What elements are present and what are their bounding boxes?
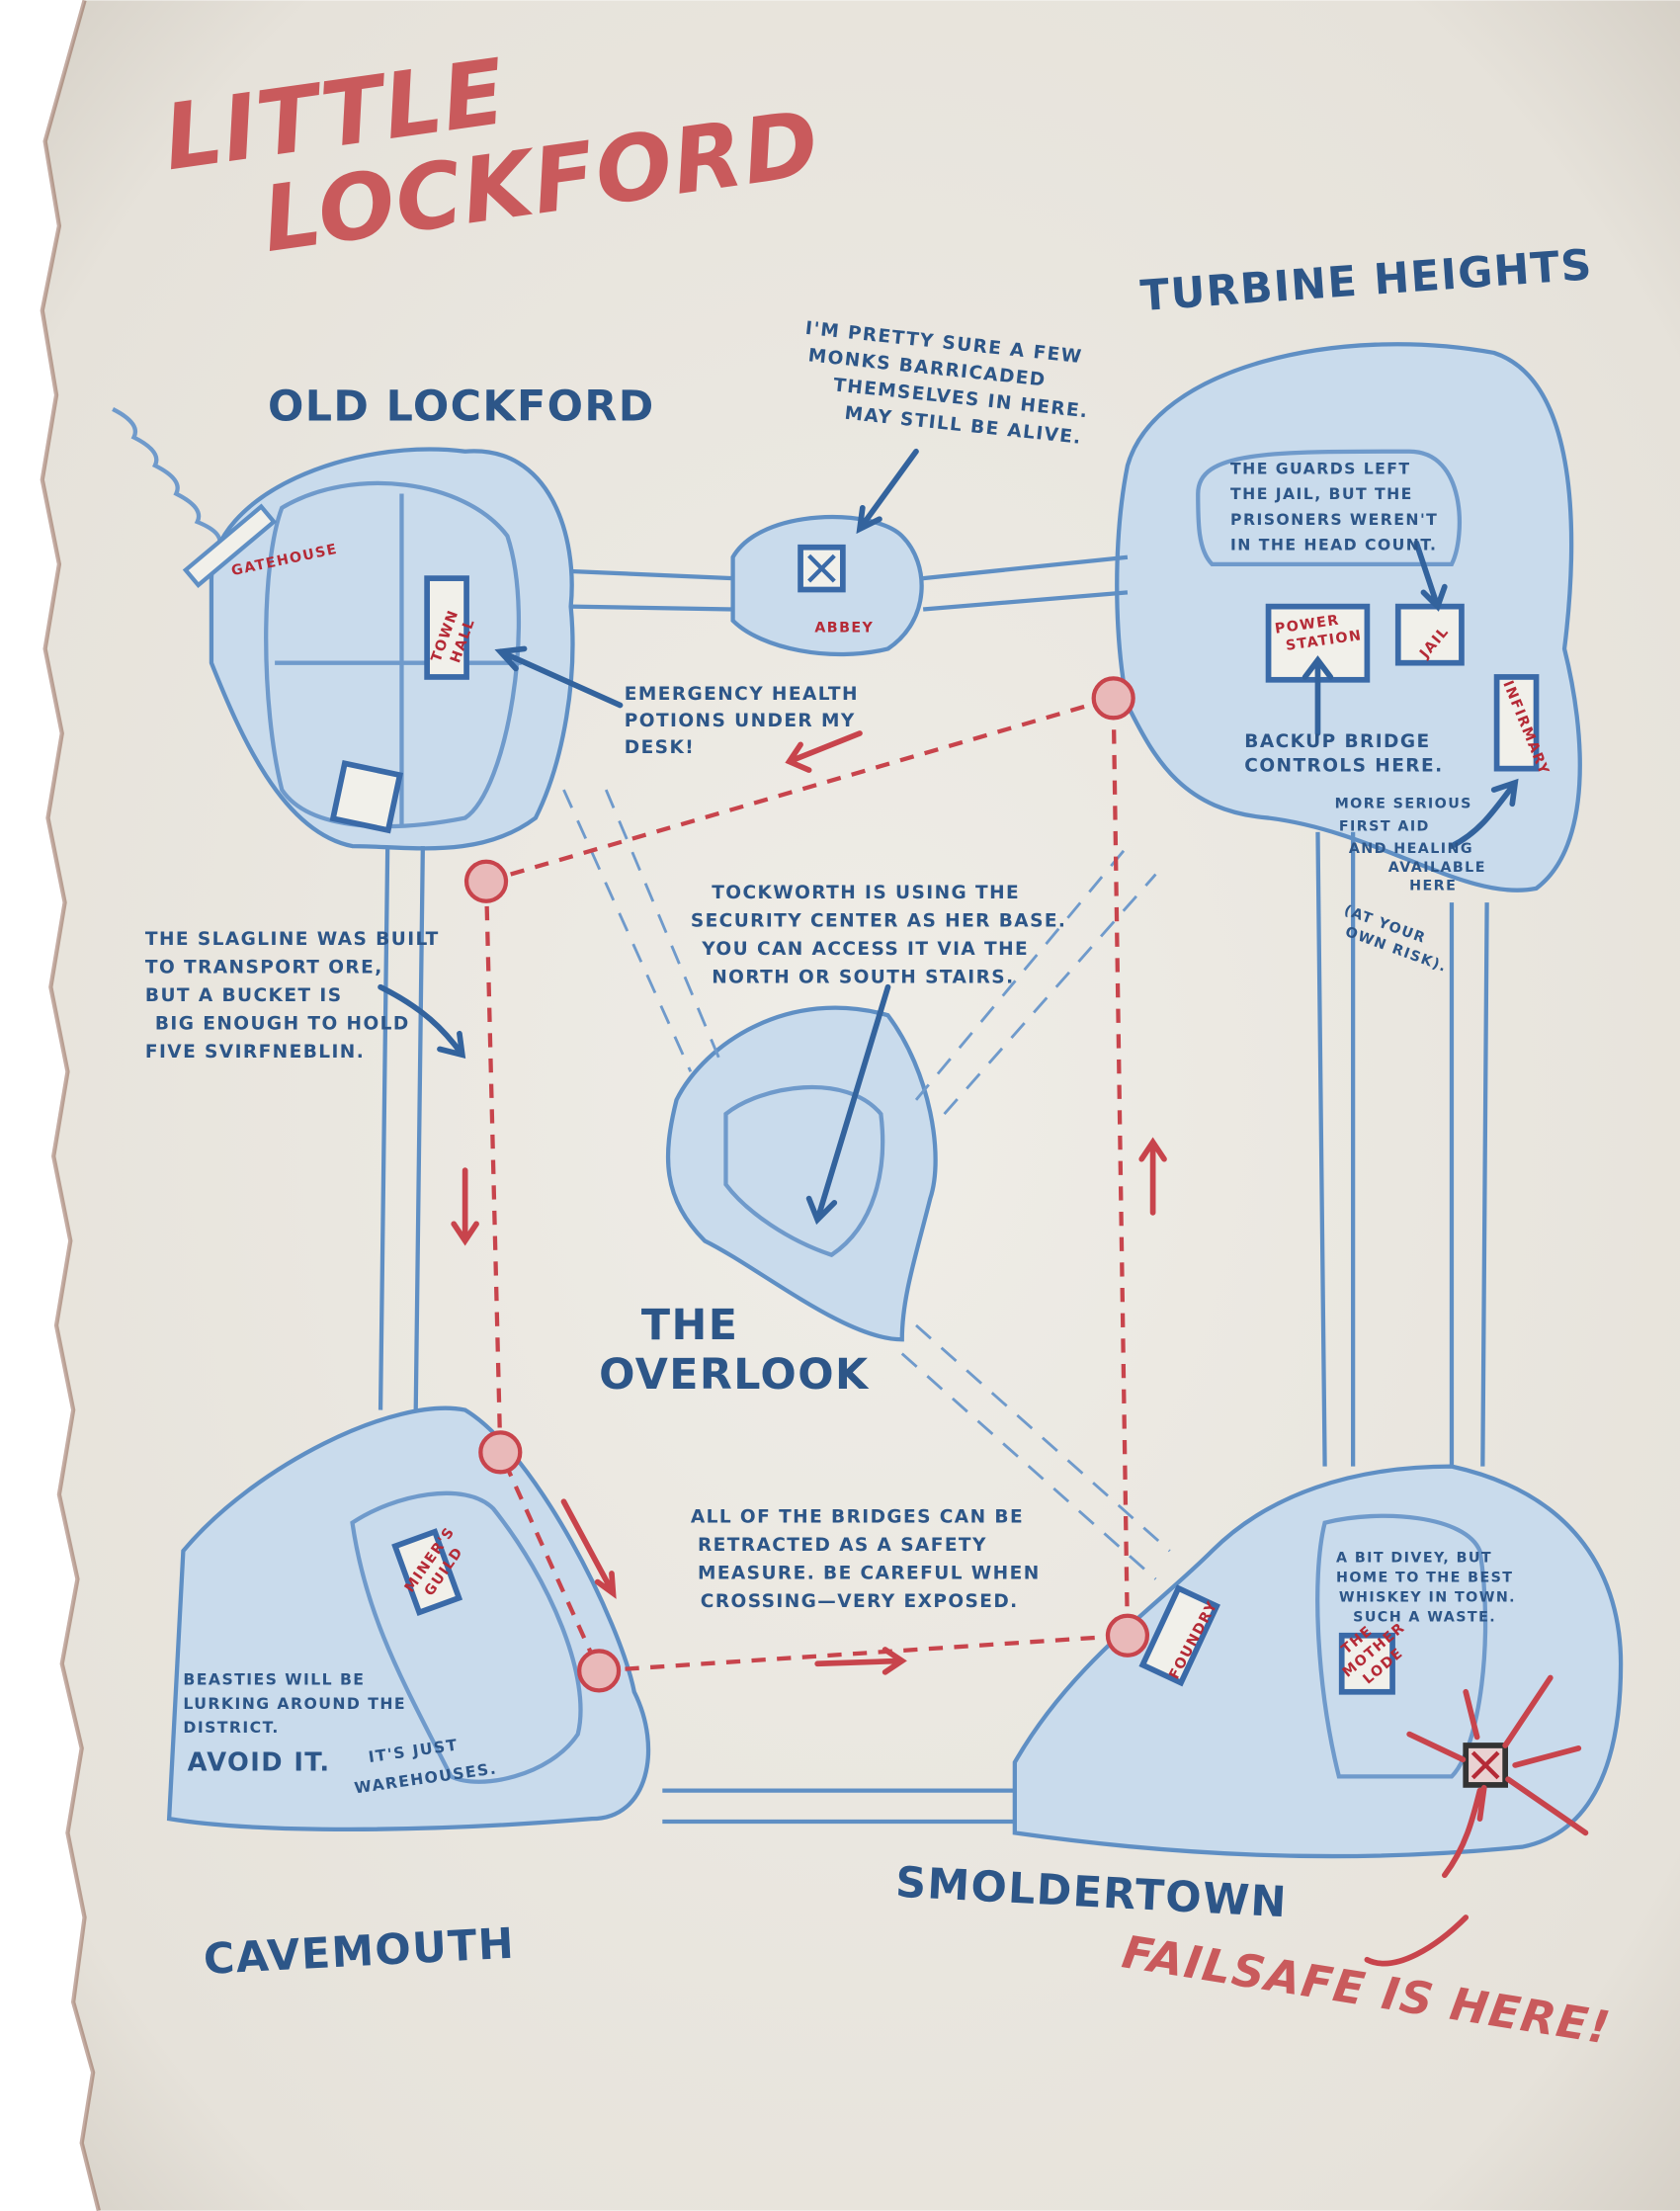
note-line: YOU CAN ACCESS IT VIA THE (701, 939, 1029, 960)
note-line: FIRST AID (1339, 818, 1430, 834)
note-line: HOME TO THE BEST (1336, 1571, 1513, 1586)
abbey-x-icon (807, 553, 836, 583)
note-line: MEASURE. BE CAREFUL WHEN (698, 1564, 1041, 1584)
river (112, 407, 222, 549)
note-line: POTIONS UNDER MY (625, 711, 856, 731)
note-line: AND HEALING (1349, 841, 1473, 857)
note-line: A BIT DIVEY, BUT (1336, 1551, 1492, 1567)
slagline-station (577, 1649, 622, 1693)
district-abbey (730, 515, 924, 657)
direction-arrow-icon (560, 1498, 617, 1599)
gatehouse-building (182, 503, 278, 589)
note-line: FIVE SVIRFNEBLIN. (145, 1042, 365, 1063)
note-line: THE JAIL, BUT THE (1230, 484, 1413, 503)
district-name-overlook-2: OVERLOOK (599, 1350, 870, 1400)
note-line: CONTROLS HERE. (1244, 755, 1443, 776)
foundry-building (1138, 1584, 1220, 1687)
direction-arrow-icon (451, 1167, 479, 1246)
note-line: THE GUARDS LEFT (1230, 460, 1411, 478)
arrow-icon (494, 645, 624, 709)
note-line: DESK! (625, 737, 695, 758)
note-line: SECURITY CENTER AS HER BASE. (691, 910, 1067, 931)
note-line: IN THE HEAD COUNT. (1230, 536, 1437, 554)
note-avoid-it: AVOID IT. (188, 1748, 331, 1778)
note-backup-bridge: BACKUP BRIDGE CONTROLS HERE. (1244, 731, 1443, 776)
jail-building (1394, 603, 1465, 666)
note-line: THE SLAGLINE WAS BUILT (145, 929, 440, 950)
arrow-icon (1413, 540, 1448, 612)
note-guards: THE GUARDS LEFT THE JAIL, BUT THE PRISON… (1230, 460, 1438, 554)
arrow-icon (805, 983, 891, 1226)
slagline-station (1105, 1613, 1150, 1658)
district-turbine-heights (1115, 342, 1582, 893)
slagline-station (1091, 676, 1135, 721)
slagline-station (463, 859, 509, 903)
bridges (378, 554, 1489, 1825)
note-line: HERE (1409, 878, 1457, 893)
label-abbey: ABBEY (814, 620, 874, 636)
note-line: ALL OF THE BRIDGES CAN BE (691, 1507, 1024, 1528)
note-line: BEASTIES WILL BE (183, 1670, 365, 1689)
town-hall-building (424, 575, 469, 680)
mother-lode-building (1338, 1632, 1395, 1695)
note-line: TO TRANSPORT ORE, (145, 957, 383, 978)
note-line: NORTH OR SOUTH STAIRS. (712, 967, 1014, 987)
note-line: RETRACTED AS A SAFETY (698, 1535, 987, 1556)
note-line: MORE SERIOUS (1335, 797, 1472, 812)
note-emergency: EMERGENCY HEALTH POTIONS UNDER MY DESK! (625, 684, 859, 758)
district-name-old-lockford: OLD LOCKFORD (268, 382, 655, 431)
arrow-icon (1449, 778, 1519, 849)
paper-edge-shading (40, 0, 101, 2211)
slagline-station (478, 1430, 523, 1475)
note-line: TOCKWORTH IS USING THE (712, 883, 1020, 903)
district-old-lockford (182, 447, 575, 851)
note-line: WHISKEY IN TOWN. (1339, 1590, 1516, 1606)
direction-arrow-icon (785, 730, 863, 773)
slagline-route (451, 676, 1167, 1693)
infirmary-building (1493, 674, 1540, 772)
note-line: AVAILABLE (1388, 860, 1486, 876)
note-line: BIG ENOUGH TO HOLD (155, 1013, 410, 1034)
arrow-icon (856, 448, 919, 535)
arrow-icon (378, 983, 466, 1059)
district-overlook (665, 1005, 938, 1342)
note-slagline: THE SLAGLINE WAS BUILT TO TRANSPORT ORE,… (145, 929, 440, 1063)
note-line: EMERGENCY HEALTH (625, 684, 859, 705)
note-line: CROSSING—VERY EXPOSED. (701, 1591, 1019, 1612)
miners-guild-building (391, 1528, 463, 1617)
direction-arrow-icon (814, 1647, 907, 1675)
note-line: BUT A BUCKET IS (145, 985, 343, 1006)
failsafe-marker (1364, 1674, 1589, 1967)
note-tockworth: TOCKWORTH IS USING THE SECURITY CENTER A… (691, 883, 1067, 988)
district-name-overlook-1: THE (641, 1301, 738, 1350)
note-bridges: ALL OF THE BRIDGES CAN BE RETRACTED AS A… (691, 1507, 1041, 1613)
direction-arrow-icon (1138, 1137, 1167, 1216)
note-line: BACKUP BRIDGE (1244, 731, 1430, 752)
note-divey: A BIT DIVEY, BUT HOME TO THE BEST WHISKE… (1336, 1551, 1516, 1626)
note-line: PRISONERS WEREN'T (1230, 510, 1438, 529)
arrow-icon (1302, 655, 1334, 736)
failsafe-x-icon (1470, 1750, 1500, 1780)
note-line: DISTRICT. (183, 1718, 279, 1737)
note-line: SUCH A WASTE. (1353, 1609, 1496, 1625)
note-line: LURKING AROUND THE (183, 1694, 406, 1713)
